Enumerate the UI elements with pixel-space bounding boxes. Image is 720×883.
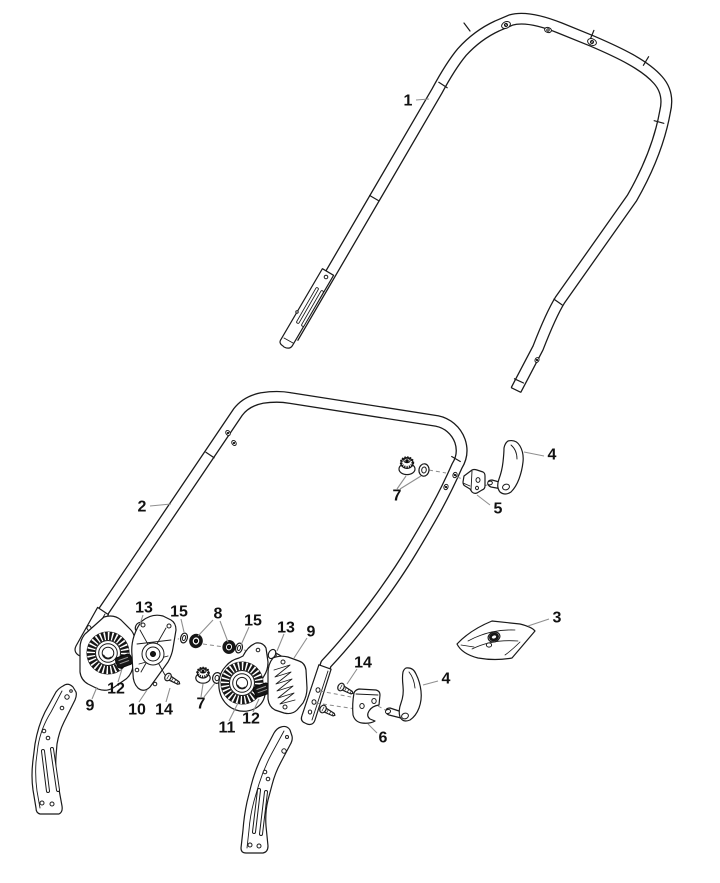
tube-hole [225, 430, 231, 436]
part-callout-1: 1 [404, 93, 413, 110]
tube-hole [534, 357, 540, 363]
part-callout-9: 9 [86, 698, 95, 715]
callout-leader-9 [91, 686, 98, 700]
part-callout-4: 4 [442, 671, 451, 688]
flanged-locknut-upper [398, 456, 416, 476]
screw-right-upper [337, 682, 354, 695]
tube-hole [443, 483, 449, 491]
callout-leader-7 [396, 475, 407, 490]
part-callout-7: 7 [197, 696, 206, 713]
callout-leader-15 [180, 618, 185, 633]
callout-leader-7 [203, 682, 216, 698]
nut-8-right [222, 640, 236, 654]
washer-7-upper [418, 463, 430, 477]
part-callout-3: 3 [553, 610, 562, 627]
deck-bracket-left [31, 683, 77, 815]
callout-leader-1 [415, 98, 430, 101]
callout-leader-13 [139, 614, 144, 625]
spacer-bushing-left [115, 653, 133, 669]
hardware-bag [456, 620, 536, 661]
part-callout-12: 12 [242, 711, 260, 728]
callout-leader-3 [527, 618, 550, 627]
part-callout-14: 14 [354, 655, 372, 672]
callout-leader-8 [197, 619, 214, 637]
callout-leader-9 [293, 637, 308, 659]
part-callout-8: 8 [214, 606, 223, 623]
handle-screw-boss [501, 21, 511, 29]
handle-screw-boss [587, 38, 597, 46]
clamp-plate [352, 688, 381, 724]
part-callout-13: 13 [277, 620, 295, 637]
callout-leader-6 [367, 723, 378, 734]
lower-handle-flat-end-right [300, 664, 332, 726]
callout-leader-11 [228, 702, 239, 722]
lower-handle [74, 390, 468, 726]
part-callout-14: 14 [155, 702, 173, 719]
part-callout-7: 7 [393, 488, 402, 505]
handle-screw-boss [544, 26, 552, 34]
callout-leader-10 [138, 689, 148, 703]
nut-8-left [189, 633, 203, 649]
part-callout-15: 15 [170, 604, 188, 621]
flanged-locknut-lower [195, 666, 211, 684]
callout-leader-15 [240, 626, 250, 646]
part-callout-6: 6 [379, 730, 388, 747]
callout-leader-7 [200, 683, 204, 698]
part-callout-5: 5 [494, 501, 503, 518]
part-callout-13: 13 [135, 600, 153, 617]
washer-15-right [234, 642, 244, 654]
callout-leader-12 [117, 668, 123, 683]
callout-leader-2 [149, 503, 172, 507]
callout-leader-4 [422, 680, 439, 686]
part-callout-11: 11 [219, 720, 236, 737]
gear-plate [218, 642, 269, 712]
tube-hole [452, 471, 458, 479]
part-callout-10: 10 [128, 702, 146, 719]
part-callout-12: 12 [107, 681, 125, 698]
tube-hole [231, 440, 237, 446]
callout-leader-4 [523, 451, 545, 457]
part-callout-2: 2 [138, 499, 147, 516]
cam-lever-lower [384, 667, 422, 722]
screw-left [164, 672, 181, 685]
upper-handle [279, 12, 673, 393]
callout-leader-13 [276, 633, 285, 652]
callout-leader-5 [476, 494, 491, 506]
callout-leader-12 [252, 698, 260, 713]
deck-bracket-right [240, 725, 293, 854]
hinge-plate-middle [131, 614, 177, 691]
callout-leader-14 [165, 687, 171, 703]
callout-leader-8 [219, 620, 229, 643]
washer-15-left [179, 632, 189, 644]
clamp-block [462, 468, 486, 494]
part-callout-4: 4 [548, 447, 557, 464]
hinge-plate-right [267, 655, 308, 715]
screw-right-lower [319, 704, 336, 717]
cam-lever-upper [487, 439, 524, 495]
callout-leader-7 [399, 475, 422, 490]
part-callout-9: 9 [307, 624, 316, 641]
upper-handle-flat-end [279, 268, 335, 349]
part-callout-15: 15 [244, 613, 262, 630]
callout-leader-14 [346, 668, 358, 685]
